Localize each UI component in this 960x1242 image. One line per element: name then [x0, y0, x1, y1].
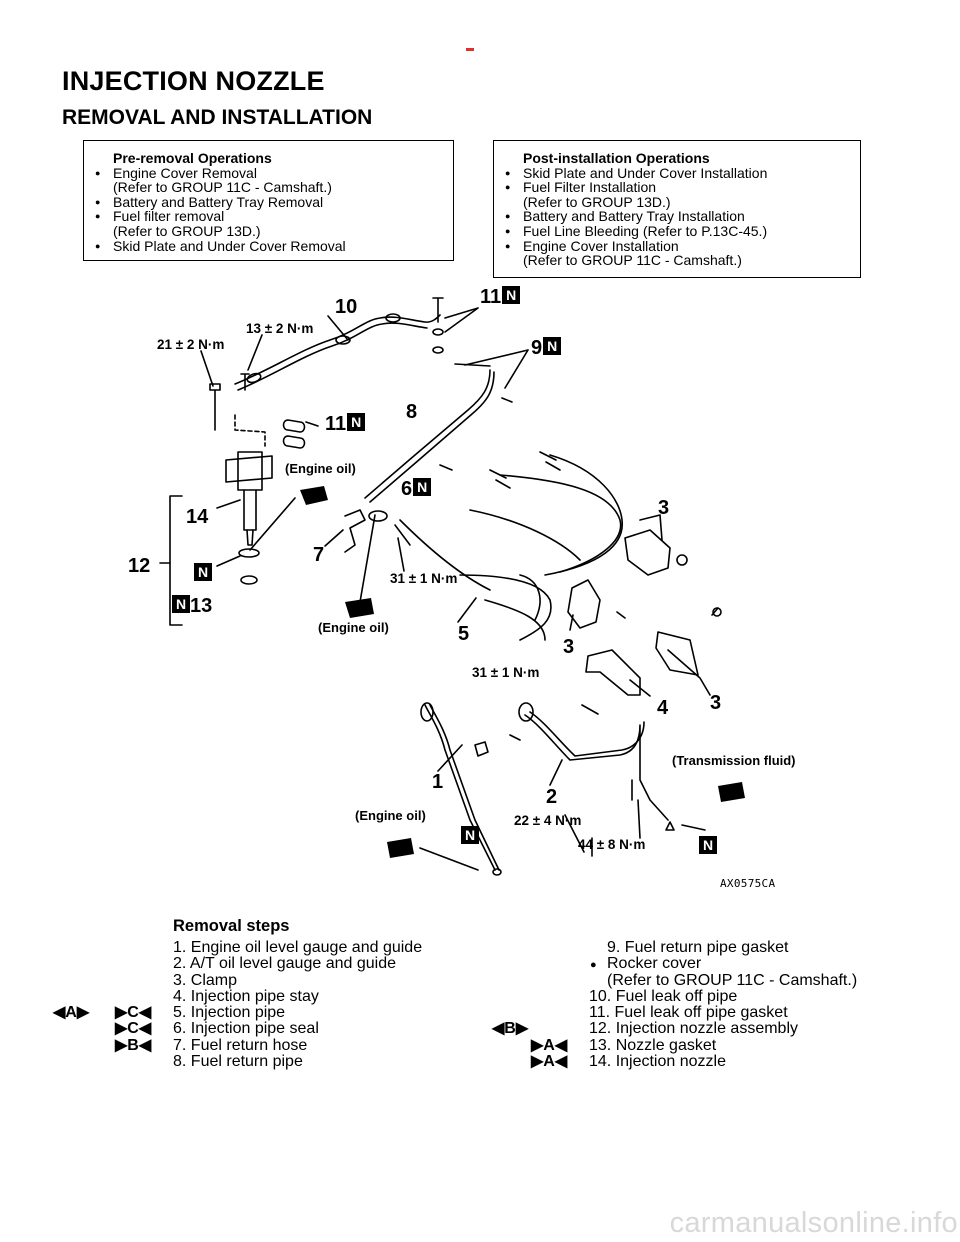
- watermark: carmanualsonline.info: [669, 1207, 958, 1239]
- post-installation-item: Skid Plate and Under Cover Installation: [505, 165, 850, 181]
- part-number-label: 3: [710, 692, 722, 714]
- removal-step: ▶A◀14. Injection nozzle: [531, 1053, 726, 1071]
- service-point-mark: ◀B▶: [492, 1020, 529, 1038]
- part-number-label: 10: [335, 296, 358, 318]
- page-top-mark: [466, 48, 474, 51]
- new-part-label: N: [699, 836, 717, 859]
- part-number-label: 1: [432, 771, 444, 793]
- new-part-icon: N: [347, 413, 366, 431]
- removal-steps-right: 9. Fuel return pipe gasket Rocker cover …: [492, 939, 858, 1071]
- pre-removal-box: Pre-removal Operations Engine Cover Remo…: [83, 140, 454, 261]
- service-point-mark: ▶A◀: [531, 1053, 568, 1071]
- pre-removal-item: Battery and Battery Tray Removal: [95, 194, 443, 210]
- new-part-icon: N: [461, 826, 479, 844]
- lubricant-label: (Transmission fluid): [672, 753, 796, 768]
- pre-removal-heading: Pre-removal Operations: [113, 150, 272, 166]
- removal-step: 2. A/T oil level gauge and guide: [173, 955, 396, 973]
- removal-step: 1. Engine oil level gauge and guide: [173, 939, 423, 956]
- lubricant-label: (Engine oil): [355, 808, 426, 823]
- new-part-icon: N: [172, 595, 190, 613]
- removal-step: ◀A▶▶C◀5. Injection pipe: [53, 1004, 286, 1022]
- torque-label: 31 ± 1 N·m: [390, 571, 458, 586]
- service-point-mark: ▶A◀: [531, 1036, 568, 1054]
- oil-can-icon: [345, 598, 374, 618]
- lubricant-label: (Engine oil): [285, 461, 356, 476]
- removal-step: 11. Fuel leak off pipe gasket: [589, 1004, 788, 1022]
- pre-removal-item: Skid Plate and Under Cover Removal: [95, 238, 443, 254]
- removal-step-note: (Refer to GROUP 11C - Camshaft.): [607, 971, 858, 989]
- lubricant-label: (Engine oil): [318, 620, 389, 635]
- removal-step: 3. Clamp: [173, 971, 238, 989]
- service-point-mark: ◀A▶: [53, 1004, 90, 1022]
- torque-label: 31 ± 1 N·m: [472, 665, 540, 680]
- removal-steps-left: 1. Engine oil level gauge and guide 2. A…: [53, 939, 423, 1071]
- figure-code: AX0575CA: [720, 877, 776, 890]
- removal-step: ▶C◀6. Injection pipe seal: [115, 1020, 319, 1038]
- oil-can-icon: [300, 486, 328, 505]
- new-part-label: N: [194, 563, 212, 586]
- torque-label: 22 ± 4 N·m: [514, 813, 582, 828]
- removal-step: ▶B◀7. Fuel return hose: [115, 1036, 308, 1054]
- part-number-label: 14: [186, 506, 209, 528]
- removal-step: ◀B▶12. Injection nozzle assembly: [492, 1020, 798, 1038]
- section-subtitle: REMOVAL AND INSTALLATION: [62, 106, 373, 129]
- removal-step: 4. Injection pipe stay: [173, 987, 319, 1005]
- part-number-label: 3: [563, 636, 575, 658]
- part-number-label: 8: [406, 401, 418, 423]
- part-number-label: 5: [458, 623, 470, 645]
- removal-step: 10. Fuel leak off pipe: [589, 987, 738, 1005]
- service-point-mark: ▶C◀: [115, 1004, 152, 1022]
- oil-can-icon: [718, 782, 745, 802]
- removal-step: 9. Fuel return pipe gasket: [607, 939, 789, 956]
- part-number-label: 3: [658, 497, 670, 519]
- post-installation-item: Fuel Line Bleeding (Refer to P.13C-45.): [505, 224, 850, 239]
- part-number-label: 12: [128, 555, 151, 577]
- part-number-label: 2: [546, 786, 558, 808]
- removal-step: ▶A◀13. Nozzle gasket: [531, 1036, 717, 1054]
- pre-removal-item: Engine Cover Removal(Refer to GROUP 11C …: [95, 165, 443, 195]
- new-part-icon: N: [194, 563, 212, 581]
- post-installation-heading: Post-installation Operations: [523, 150, 710, 166]
- part-number-label: 4: [657, 697, 669, 719]
- post-installation-item: Fuel Filter Installation(Refer to GROUP …: [505, 180, 850, 209]
- removal-steps-title: Removal steps: [173, 917, 290, 935]
- torque-label: 21 ± 2 N·m: [157, 337, 225, 352]
- new-part-icon: N: [413, 478, 432, 496]
- part-number-label: 7: [313, 544, 325, 566]
- page-title: INJECTION NOZZLE: [62, 66, 325, 96]
- post-installation-item: Battery and Battery Tray Installation: [505, 209, 850, 224]
- removal-step: Rocker cover: [589, 956, 857, 974]
- new-part-icon: N: [502, 286, 521, 304]
- oil-can-icon: [387, 838, 414, 858]
- service-point-mark: ▶B◀: [115, 1036, 152, 1054]
- new-part-icon: N: [699, 836, 717, 854]
- pre-removal-item: Fuel filter removal(Refer to GROUP 13D.): [95, 209, 443, 238]
- new-part-label: N: [461, 826, 479, 849]
- service-point-mark: ▶C◀: [115, 1020, 152, 1038]
- post-installation-item: Engine Cover Installation(Refer to GROUP…: [505, 238, 850, 268]
- new-part-icon: N: [543, 337, 562, 355]
- torque-label: 44 ± 8 N·m: [578, 837, 646, 852]
- removal-step: 8. Fuel return pipe: [173, 1053, 303, 1071]
- torque-label: 13 ± 2 N·m: [246, 321, 314, 336]
- post-installation-box: Post-installation Operations Skid Plate …: [493, 140, 861, 278]
